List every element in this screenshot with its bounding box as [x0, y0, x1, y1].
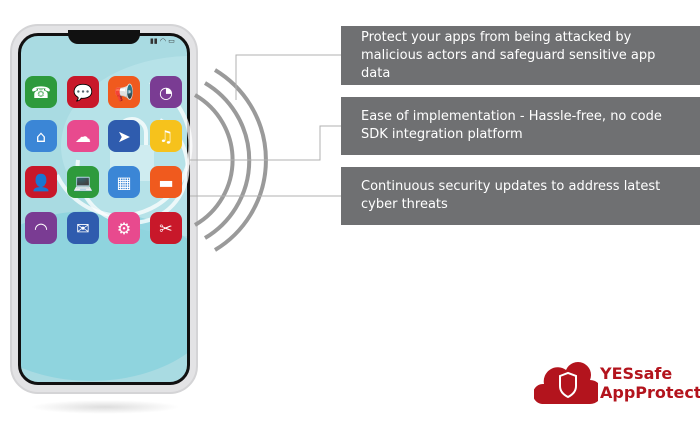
home-icon[interactable]: ⌂: [25, 120, 57, 152]
feature-box: Protect your apps from being attacked by…: [341, 26, 700, 85]
phone-icon[interactable]: ☎: [25, 76, 57, 108]
mail-icon[interactable]: ✉: [67, 212, 99, 244]
brand-line2: AppProtect+: [600, 383, 700, 402]
gear-icon[interactable]: ⚙: [108, 212, 140, 244]
laptop-icon[interactable]: 💻: [67, 166, 99, 198]
pie-chart-icon[interactable]: ◔: [150, 76, 182, 108]
folder-icon[interactable]: ▬: [150, 166, 182, 198]
chat-icon[interactable]: 💬: [67, 76, 99, 108]
wifi-icon[interactable]: ◠: [25, 212, 57, 244]
brand-logo-cloud-icon: [534, 362, 598, 404]
send-icon[interactable]: ➤: [108, 120, 140, 152]
feature-box: Continuous security updates to address l…: [341, 167, 700, 225]
building-icon[interactable]: ▦: [108, 166, 140, 198]
megaphone-icon[interactable]: 📢: [108, 76, 140, 108]
status-bar-icons: ▮▮ ◠ ▭: [150, 37, 175, 45]
cloud-icon[interactable]: ☁: [67, 120, 99, 152]
phone-shadow: [30, 400, 180, 414]
feature-box: Ease of implementation - Hassle-free, no…: [341, 97, 700, 155]
user-icon[interactable]: 👤: [25, 166, 57, 198]
music-icon[interactable]: ♫: [150, 120, 182, 152]
tools-icon[interactable]: ✂: [150, 212, 182, 244]
connector-lines: [190, 54, 341, 197]
brand-name: YESsafe AppProtect+: [600, 364, 700, 402]
phone-notch: [68, 30, 140, 44]
brand-line1: YESsafe: [600, 364, 673, 383]
